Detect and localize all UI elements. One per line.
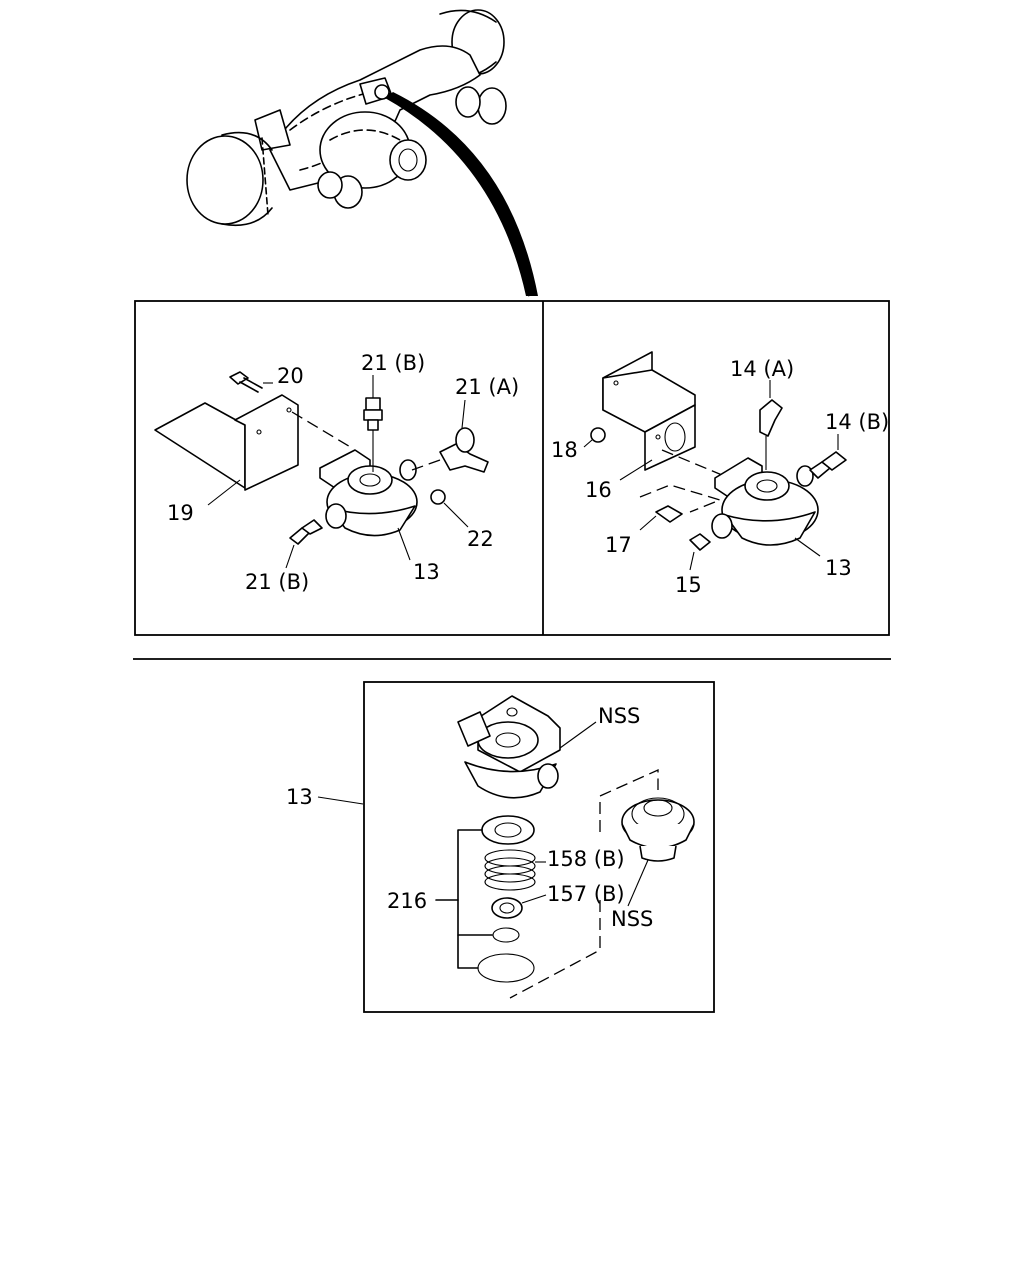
label-nss-top: NSS bbox=[598, 704, 640, 728]
seal-ring-icon bbox=[481, 815, 535, 845]
label-17: 17 bbox=[605, 533, 632, 557]
spring-158b-icon bbox=[484, 849, 546, 891]
elbow-14a-icon bbox=[759, 380, 783, 470]
label-157b: 157 (B) bbox=[547, 882, 625, 906]
fitting-21b-top-icon bbox=[363, 375, 383, 472]
label-21b-top: 21 (B) bbox=[361, 351, 425, 375]
label-21b-bottom: 21 (B) bbox=[245, 570, 309, 594]
elbow-21a-icon bbox=[411, 399, 489, 473]
valve-13-right-icon bbox=[711, 457, 819, 546]
valve-housing-icon bbox=[457, 695, 561, 799]
label-13-right: 13 bbox=[825, 556, 852, 580]
left-installation-view: 20 21 (B) 21 (A) 19 22 21 (B) 13 bbox=[154, 351, 519, 594]
bolt-20-icon bbox=[229, 371, 263, 393]
label-14a: 14 (A) bbox=[730, 357, 794, 381]
large-o-ring-icon bbox=[477, 953, 535, 983]
label-216: 216 bbox=[387, 889, 427, 913]
valve-breakdown-view: NSS 158 (B) 157 (B) NSS 216 13 bbox=[286, 695, 695, 999]
axle-housing-illustration bbox=[186, 9, 538, 297]
label-21a: 21 (A) bbox=[455, 375, 519, 399]
plug-15-icon bbox=[689, 533, 711, 571]
label-18: 18 bbox=[551, 438, 578, 462]
fitting-21b-bottom-icon bbox=[285, 519, 323, 569]
seal-157b-icon bbox=[491, 894, 547, 919]
label-nss-bottom: NSS bbox=[611, 907, 653, 931]
label-13-left: 13 bbox=[413, 560, 440, 584]
nut-22-icon bbox=[430, 489, 469, 528]
label-16: 16 bbox=[585, 478, 612, 502]
label-13-detail: 13 bbox=[286, 785, 313, 809]
label-22: 22 bbox=[467, 527, 494, 551]
fitting-14b-icon bbox=[809, 434, 847, 479]
label-14b: 14 (B) bbox=[825, 410, 889, 434]
label-19: 19 bbox=[167, 501, 194, 525]
label-15: 15 bbox=[675, 573, 702, 597]
small-o-ring-icon bbox=[492, 927, 520, 943]
bolt-17-icon bbox=[639, 484, 722, 531]
installation-frame bbox=[134, 300, 890, 636]
label-20: 20 bbox=[277, 364, 304, 388]
valve-13-left-icon bbox=[319, 449, 418, 537]
label-158b: 158 (B) bbox=[547, 847, 625, 871]
right-installation-view: 14 (A) 14 (B) 18 16 17 15 13 bbox=[551, 351, 889, 597]
detail-frame bbox=[363, 681, 715, 1013]
nut-18-icon bbox=[590, 427, 606, 443]
seat-assembly-icon bbox=[621, 797, 695, 862]
